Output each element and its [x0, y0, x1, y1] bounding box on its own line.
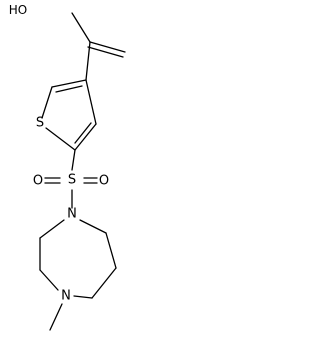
diazepane-ring — [39, 219, 117, 331]
bond-carboxyl-c-o-double-b — [87, 46, 124, 58]
diazepane-nitrogen-top-label: N — [67, 207, 77, 222]
bond-ring-c3-c2 — [51, 79, 87, 88]
thiophene-sulfur-label: S — [36, 116, 44, 131]
bond-n4-methyl — [49, 303, 63, 331]
bond-ring-sulfonyl — [71, 149, 76, 171]
carboxylic-acid-group — [71, 12, 126, 81]
bond-n1-c-right — [79, 219, 107, 234]
bond-carboxyl-c-oh — [71, 12, 91, 43]
bond-c-bottom-n4 — [73, 295, 93, 299]
diazepane-nitrogen-bottom-label: N — [61, 289, 71, 304]
bond-ring-c2-s — [41, 86, 53, 119]
sulfonyl-oxygen-right-label: O — [99, 174, 109, 189]
sulfonyl-sulfur-label: S — [68, 173, 76, 188]
bond-c-right-lower-c-bottom — [91, 267, 117, 299]
bond-ring-c5-c4 — [74, 123, 97, 151]
bond-ring-c5-c4-inner — [74, 122, 92, 144]
bond-n1-c-left — [39, 219, 65, 239]
bond-c-right-c-right-lower — [105, 232, 117, 269]
chemical-structure-diagram: HO S S O O N N — [9, 3, 126, 331]
bond-carboxyl-c-o-double-a — [89, 41, 126, 53]
bond-c-left-lower-n4 — [39, 269, 59, 291]
bond-ring-c4-c3 — [85, 79, 97, 125]
sulfonyl-group — [44, 149, 98, 209]
hydroxyl-label: HO — [9, 3, 27, 17]
sulfonyl-oxygen-left-label: O — [33, 174, 43, 189]
bond-ring-c3-c2-inner — [55, 85, 83, 93]
thiophene-ring — [41, 79, 97, 151]
bond-carboxyl-ring — [85, 41, 91, 81]
bond-ring-s-c5 — [45, 127, 76, 151]
